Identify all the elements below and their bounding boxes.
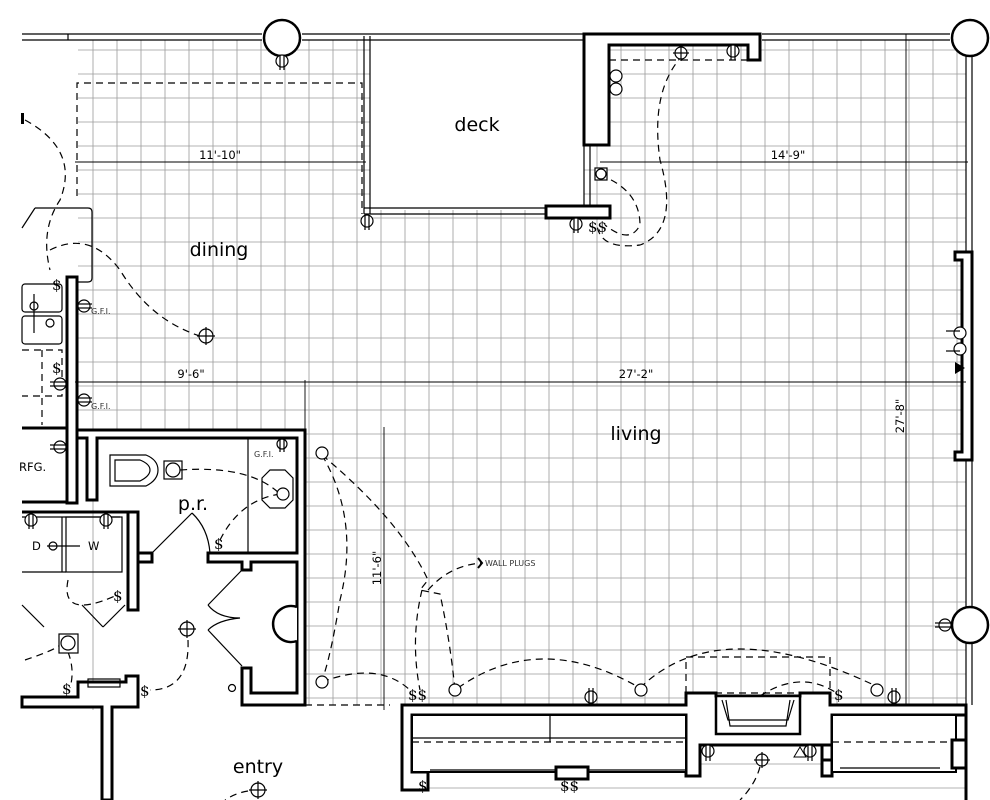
- arrow-icon: [477, 557, 484, 569]
- dimension-label: 11'-10": [199, 148, 241, 162]
- outlet-icon: [360, 214, 374, 230]
- switch-icon: $$: [588, 218, 607, 236]
- switch-icon: $: [214, 535, 224, 553]
- switch-icon: $: [418, 777, 428, 795]
- laundry-walls: [21, 510, 154, 628]
- dimension-label: 11'-6": [370, 551, 384, 586]
- ceiling-light-icon: [47, 541, 80, 551]
- phone-jack-icon: [955, 362, 965, 374]
- sink-icon: [261, 469, 294, 509]
- outlet-icon: [275, 54, 289, 70]
- switch-icon: $: [834, 686, 844, 704]
- refrigerator-label: RFG.: [19, 460, 46, 474]
- kitchen-wall: [21, 207, 93, 505]
- three-way-switch-icon: $: [62, 680, 72, 698]
- outlet-icon: [276, 438, 288, 452]
- room-label-living: living: [610, 423, 661, 445]
- bottom-wall-cabinets: [400, 691, 968, 800]
- dimension-label: 27'-8": [893, 399, 907, 434]
- wall-light-icon: [315, 446, 329, 460]
- outlet-icon: [726, 44, 740, 60]
- ceiling-light-icon: [673, 45, 689, 61]
- column-icon: [950, 605, 990, 645]
- wall-switch-icon: [21, 113, 24, 124]
- outlet-icon: [935, 618, 952, 632]
- outlet-icon: [609, 69, 623, 96]
- dimension-label: 27'-2": [619, 367, 654, 381]
- switch-icon: $$: [560, 777, 579, 795]
- phone-jack-icon: [793, 746, 807, 758]
- switch-icon: $: [52, 276, 62, 294]
- exhaust-fan-icon: [163, 460, 183, 480]
- outlet-icon: [50, 377, 67, 391]
- wall-light-icon: [315, 675, 329, 689]
- right-exterior-wall: [953, 56, 974, 705]
- room-label-entry: entry: [233, 756, 283, 778]
- dimension-lines: [75, 34, 968, 710]
- outlet-icon: [946, 326, 967, 356]
- dryer-label: D: [32, 539, 41, 553]
- entry-walls: [20, 674, 140, 800]
- ceiling-light-icon: [249, 781, 267, 799]
- closet-doors: [207, 569, 298, 667]
- outlet-icon: [50, 440, 67, 454]
- outlet-icon: [701, 744, 715, 761]
- gfi-label: G.F.I.: [254, 450, 274, 459]
- room-label-dining: dining: [190, 239, 249, 261]
- boxed-light-icon: [58, 633, 79, 654]
- ceiling-light-icon: [197, 327, 215, 345]
- outlet-icon: [569, 217, 583, 233]
- outlet-icon: [99, 513, 113, 529]
- powder-room-door: [151, 512, 211, 554]
- outlet-icon: [77, 393, 92, 407]
- gfi-label: G.F.I.: [91, 402, 111, 411]
- dimension-label: 14'-9": [771, 148, 806, 162]
- dining-table-outline: [76, 82, 363, 214]
- toilet-icon: [109, 454, 159, 487]
- boxed-light-icon: [594, 167, 608, 181]
- room-label-deck: deck: [454, 114, 499, 136]
- wall-plugs-label: WALL PLUGS: [485, 559, 535, 568]
- outlet-icon: [887, 688, 901, 706]
- gfi-label: G.F.I.: [91, 307, 111, 316]
- switch-icon: $: [140, 682, 150, 700]
- hearth-outline: [685, 656, 831, 694]
- powder-room-walls: [75, 428, 307, 707]
- column-icon: [950, 18, 990, 58]
- outlet-icon: [584, 688, 598, 706]
- wall-light-icon: [448, 683, 462, 697]
- top-exterior-wall: [22, 33, 950, 41]
- outlet-icon: [24, 513, 38, 529]
- switch-icon: $: [113, 587, 123, 605]
- dimension-label: 9'-6": [177, 367, 204, 381]
- wall-light-icon: [276, 487, 290, 501]
- switch-icon: $: [52, 359, 62, 377]
- column-icon: [262, 18, 302, 58]
- room-label-powder-room: p.r.: [178, 493, 208, 515]
- ceiling-light-icon: [754, 752, 770, 768]
- wall-light-icon: [870, 683, 884, 697]
- outlet-icon: [77, 299, 92, 313]
- ceiling-light-icon: [178, 620, 196, 638]
- wall-light-icon: [634, 683, 648, 697]
- outlet-icon: [803, 744, 817, 761]
- fireplace-icon: [714, 694, 802, 736]
- washer-label: W: [88, 539, 99, 553]
- deck-area: [370, 40, 584, 210]
- thermostat-icon: [227, 683, 237, 693]
- switch-icon: $$: [408, 686, 427, 704]
- floor-grid: [78, 40, 966, 789]
